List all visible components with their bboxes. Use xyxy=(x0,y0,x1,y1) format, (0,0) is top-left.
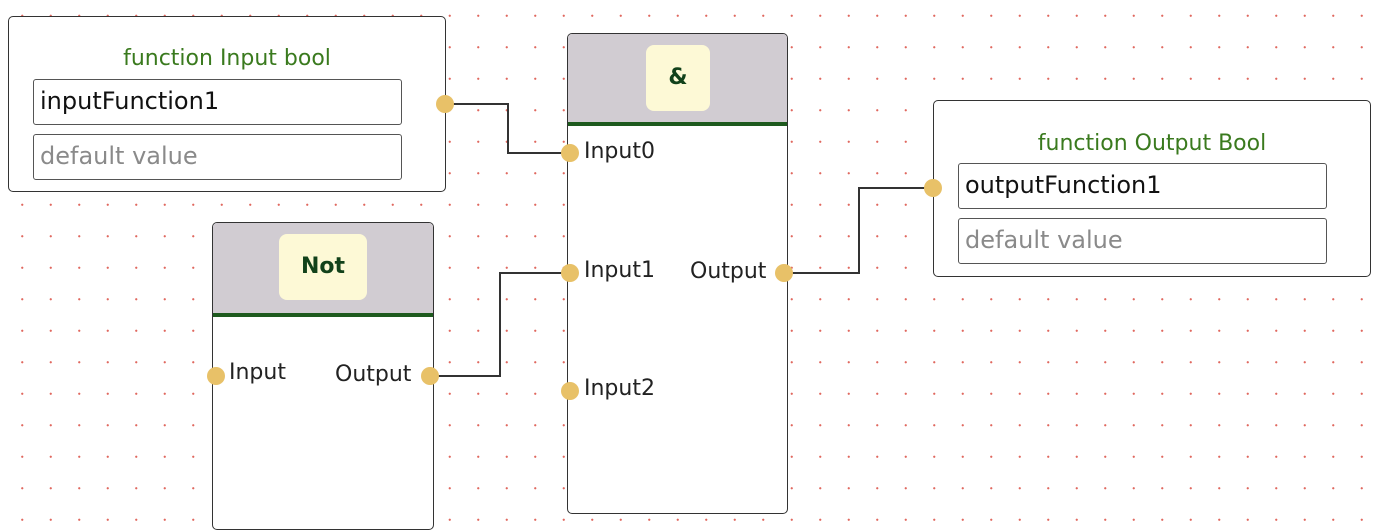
and-gate-input1-port[interactable] xyxy=(561,264,579,282)
input-function-output-port[interactable] xyxy=(436,95,454,113)
and-gate-header: & xyxy=(568,34,787,126)
input-function-default-field[interactable]: default value xyxy=(33,134,402,180)
output-function-title: function Output Bool xyxy=(1037,131,1267,156)
output-function-node[interactable]: function Output Bool outputFunction1 def… xyxy=(933,100,1371,277)
input-function-node[interactable]: function Input bool inputFunction1 defau… xyxy=(8,16,446,192)
output-function-input-port[interactable] xyxy=(924,179,942,197)
wire-and-output-to-output-function xyxy=(784,187,933,274)
output-function-default-field[interactable]: default value xyxy=(958,218,1327,264)
not-gate-input-label: Input xyxy=(229,360,286,385)
not-gate-output-port[interactable] xyxy=(421,367,439,385)
and-gate-input0-label: Input0 xyxy=(584,139,655,164)
wire-input-to-and-input0 xyxy=(445,103,570,154)
and-gate-badge: & xyxy=(646,45,710,111)
not-gate-header: Not xyxy=(213,223,433,317)
and-gate-node[interactable]: & xyxy=(567,33,788,514)
not-gate-input-port[interactable] xyxy=(207,367,225,385)
and-gate-input1-label: Input1 xyxy=(584,258,655,283)
and-gate-input2-port[interactable] xyxy=(561,382,579,400)
and-gate-input0-port[interactable] xyxy=(561,144,579,162)
and-gate-input2-label: Input2 xyxy=(584,376,655,401)
not-gate-badge: Not xyxy=(279,234,367,300)
output-function-name-field[interactable]: outputFunction1 xyxy=(958,163,1327,209)
input-function-name-field[interactable]: inputFunction1 xyxy=(33,79,402,125)
and-gate-output-label: Output xyxy=(690,259,767,284)
input-function-title: function Input bool xyxy=(123,46,331,71)
wire-not-output-to-and-input1 xyxy=(430,272,570,377)
not-gate-output-label: Output xyxy=(335,362,412,387)
not-gate-node[interactable]: Not xyxy=(212,222,434,530)
and-gate-output-port[interactable] xyxy=(775,264,793,282)
